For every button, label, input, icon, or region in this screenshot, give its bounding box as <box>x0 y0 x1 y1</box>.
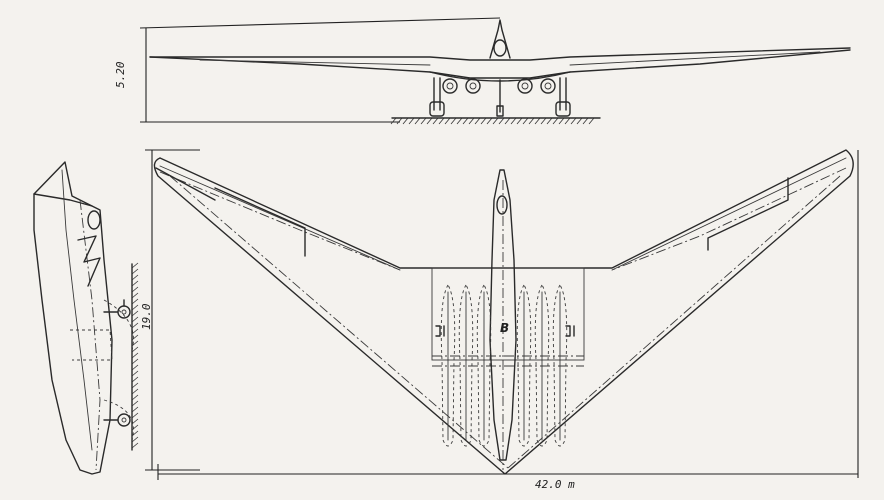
hatch-mark <box>396 117 403 125</box>
hatch-mark <box>438 117 445 125</box>
height-dimension-label: 5.20 <box>114 61 127 88</box>
hatch-mark <box>528 117 535 125</box>
engine-nacelle <box>440 284 456 447</box>
hatch-mark <box>510 117 517 125</box>
hatch-mark <box>486 117 493 125</box>
hatch-mark <box>504 117 511 125</box>
hatch-mark <box>131 292 139 299</box>
hatch-mark <box>534 117 541 125</box>
hatch-mark <box>131 400 139 407</box>
hatch-mark <box>131 334 139 341</box>
hatch-mark <box>540 117 547 125</box>
hatch-mark <box>426 117 433 125</box>
engine-nacelles <box>440 284 568 447</box>
ground-hatch-side <box>131 262 139 449</box>
hatch-mark <box>131 352 139 359</box>
hatch-mark <box>564 117 571 125</box>
hatch-mark <box>552 117 559 125</box>
engine-nacelle <box>476 284 492 447</box>
hatch-mark <box>131 304 139 311</box>
hatch-mark <box>456 117 463 125</box>
hatch-mark <box>450 117 457 125</box>
plan-view: 19.0 42.0 m B <box>140 149 859 491</box>
hatch-mark <box>516 117 523 125</box>
hatch-mark <box>480 117 487 125</box>
hatch-mark <box>576 117 583 125</box>
hatch-mark <box>546 117 553 125</box>
hatch-mark <box>131 364 139 371</box>
front-view: 5.20 <box>114 17 851 125</box>
hatch-mark <box>131 346 139 353</box>
hatch-mark <box>131 358 139 365</box>
hatch-mark <box>462 117 469 125</box>
hatch-mark <box>131 418 139 425</box>
hatch-mark <box>131 412 139 419</box>
hatch-mark <box>131 274 139 281</box>
hatch-mark <box>131 316 139 323</box>
hatch-mark <box>131 322 139 329</box>
hatch-mark <box>131 262 139 269</box>
hatch-mark <box>131 424 139 431</box>
hatch-mark <box>131 370 139 377</box>
hatch-mark <box>131 430 139 437</box>
hatch-mark <box>131 280 139 287</box>
hatch-mark <box>131 376 139 383</box>
hatch-mark <box>474 117 481 125</box>
hatch-mark <box>402 117 409 125</box>
ground-hatch-front <box>390 117 595 125</box>
hatch-mark <box>131 328 139 335</box>
side-view <box>33 161 139 475</box>
hatch-mark <box>131 406 139 413</box>
hatch-mark <box>468 117 475 125</box>
hatch-mark <box>588 117 595 125</box>
hatch-mark <box>131 268 139 275</box>
hatch-mark <box>432 117 439 125</box>
hatch-mark <box>131 394 139 401</box>
hatch-mark <box>444 117 451 125</box>
hatch-mark <box>420 117 427 125</box>
hatch-mark <box>414 117 421 125</box>
engine-nacelle <box>534 284 550 447</box>
hatch-mark <box>498 117 505 125</box>
hatch-mark <box>131 382 139 389</box>
engine-nacelle <box>458 284 474 447</box>
hatch-mark <box>492 117 499 125</box>
hatch-mark <box>558 117 565 125</box>
hatch-mark <box>131 436 139 443</box>
hatch-mark <box>131 298 139 305</box>
hatch-mark <box>131 340 139 347</box>
hatch-mark <box>408 117 415 125</box>
length-dimension-label: 19.0 <box>140 303 153 330</box>
hatch-mark <box>570 117 577 125</box>
hatch-mark <box>131 442 139 449</box>
hatch-mark <box>582 117 589 125</box>
center-marker-letter: B <box>500 321 509 335</box>
hatch-mark <box>131 310 139 317</box>
span-dimension-label: 42.0 m <box>535 478 575 491</box>
hatch-mark <box>131 286 139 293</box>
hatch-mark <box>390 117 397 125</box>
hatch-mark <box>131 388 139 395</box>
engine-nacelle <box>552 284 568 447</box>
engine-nacelle <box>516 284 532 447</box>
hatch-mark <box>522 117 529 125</box>
